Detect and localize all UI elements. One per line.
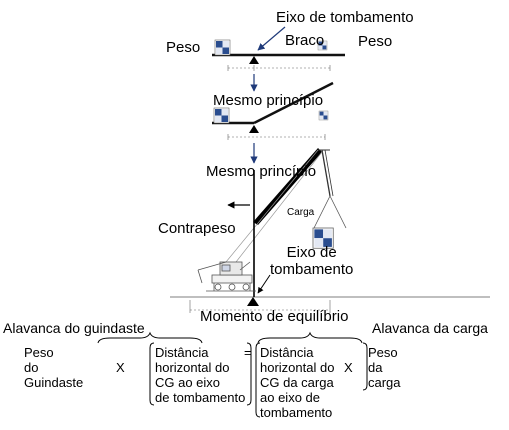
crane-cg-distance-text: Distância horizontal do CG ao eixo de to… xyxy=(155,345,246,405)
equals-sign: = xyxy=(244,345,252,360)
load-label: Carga xyxy=(287,207,315,218)
inclined-beam xyxy=(253,81,334,125)
arm-label: Braco xyxy=(285,32,325,49)
left-weight-block-2 xyxy=(213,107,230,124)
tipping-axis-label: Eixo de tombamento xyxy=(276,9,414,26)
lattice-jib xyxy=(321,149,331,197)
brace-load-lever xyxy=(257,331,363,344)
right-weight-block-2 xyxy=(318,110,329,121)
crane-weight-text: Peso do Guindaste xyxy=(24,345,84,390)
equation-braces xyxy=(97,331,368,418)
load-cg-distance-text: Distância horizontal do CG da carga ao e… xyxy=(260,345,335,420)
brace-load-cg xyxy=(246,342,252,406)
load-lever-label: Alavanca da carga xyxy=(372,320,488,336)
multiply-sign-1: X xyxy=(116,360,125,375)
lever-panel-middle xyxy=(212,81,334,164)
crane-lever-label: Alavanca do guindaste xyxy=(3,320,145,336)
crane-vehicle xyxy=(197,261,256,292)
fulcrum-triangle-3 xyxy=(247,297,259,306)
equilibrium-moment-label: Momento de equilíbrio xyxy=(200,308,349,325)
crane-panel xyxy=(170,148,490,313)
tipping-axis-pointer xyxy=(257,26,286,51)
same-principle-label-2: Mesmo princípio xyxy=(206,163,317,180)
brace-crane-cg xyxy=(149,342,155,406)
tipping-axis-pointer-2 xyxy=(257,274,271,294)
brace-crane-lever xyxy=(97,331,203,344)
load-cable xyxy=(313,195,331,229)
tipping-axis-label-2: Eixo de tombamento xyxy=(270,244,354,279)
fulcrum-triangle xyxy=(249,56,259,64)
lever-panel-top xyxy=(212,26,345,92)
same-principle-label-1: Mesmo princípio xyxy=(213,92,324,109)
left-weight-block xyxy=(214,39,231,56)
weight-right-label: Peso xyxy=(358,33,393,50)
counterweight-label: Contrapeso xyxy=(158,220,236,237)
load-weight-text: Peso da carga xyxy=(368,345,401,390)
weight-left-label: Peso xyxy=(166,39,201,56)
crane-boom xyxy=(253,148,322,225)
multiply-sign-2: X xyxy=(344,360,353,375)
fulcrum-triangle-2 xyxy=(249,125,259,133)
